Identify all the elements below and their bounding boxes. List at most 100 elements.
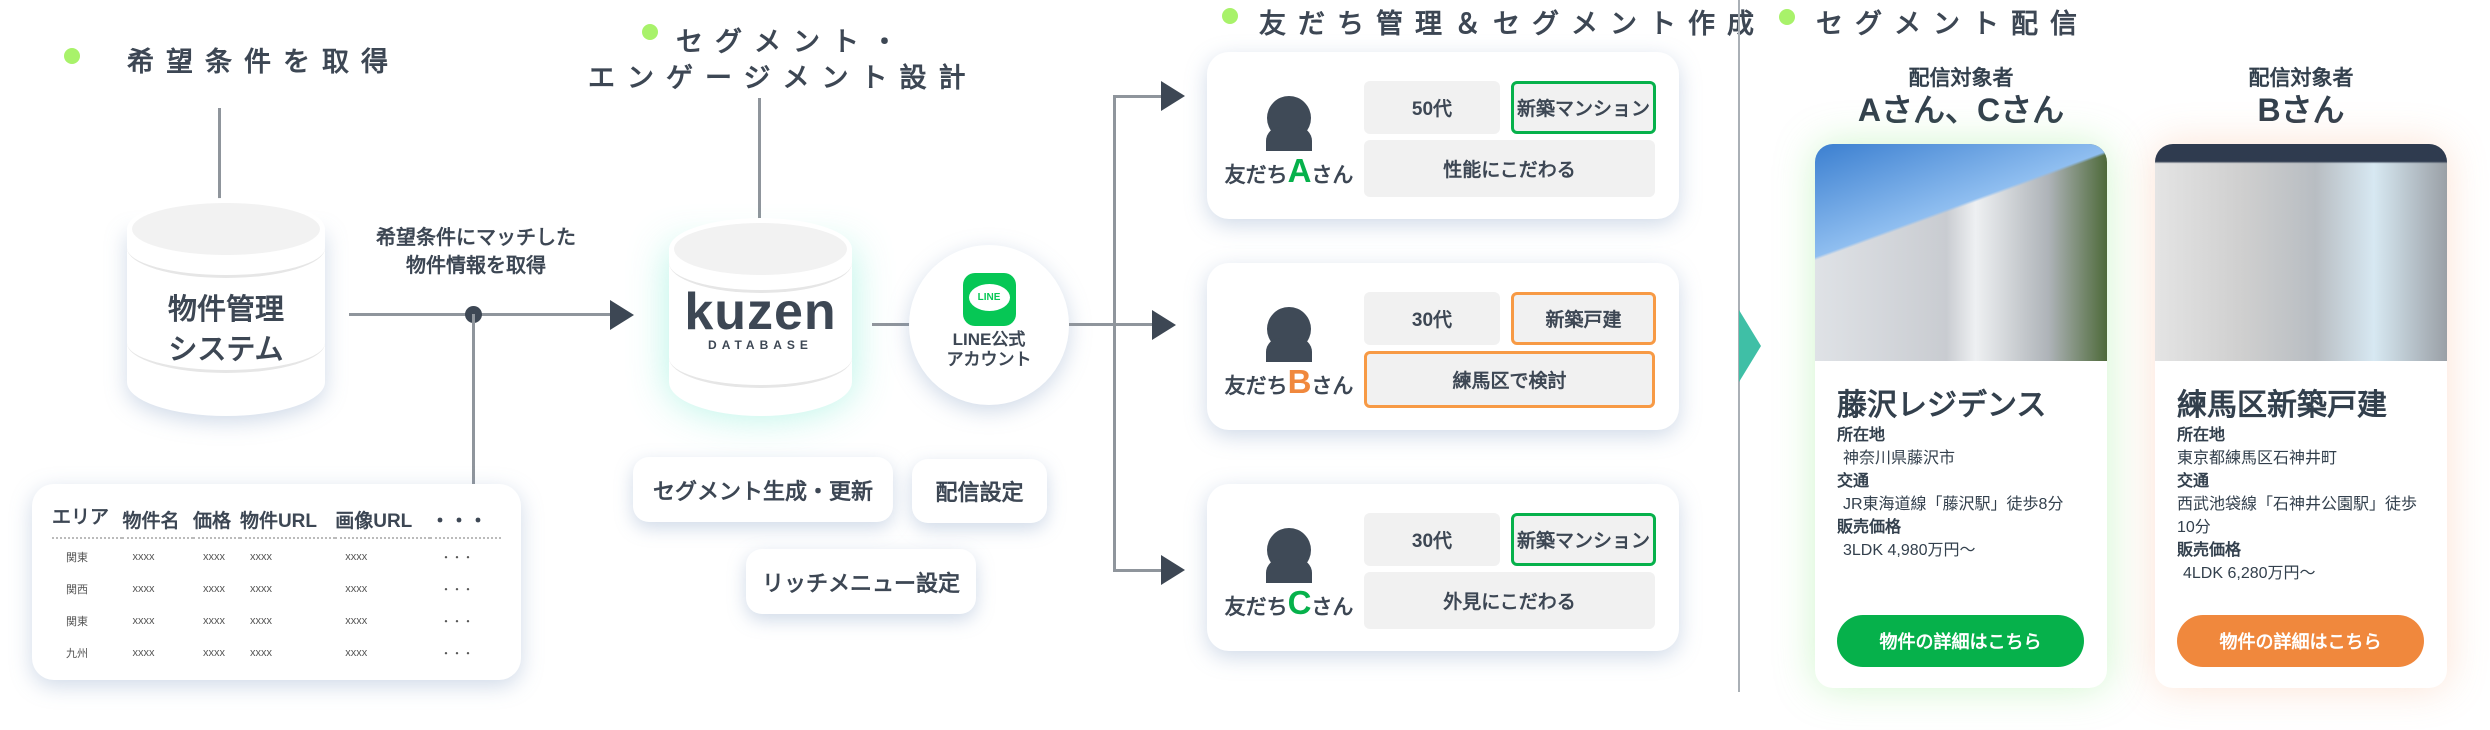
kuzen-database-cylinder: kuzen DATABASE [669,218,852,416]
friend-name: 友だちBさん [1224,363,1354,400]
cylinder-label: 物件管理 [167,294,284,326]
feature-rich-menu: リッチメニュー設定 [746,549,976,614]
friend-name: 友だちAさん [1224,152,1354,189]
tag-age: 30代 [1364,513,1500,566]
friend-name: 友だちCさん [1224,584,1354,621]
table-cell: xxxx [345,551,368,563]
arrow-right-icon [1161,555,1185,585]
table-cell: xxxx [132,647,155,659]
table-cell: xxxx [202,551,225,563]
cylinder-label: システム [168,334,284,366]
col-header: ・・・ [430,511,488,532]
property-name: 藤沢レジデンス [1837,389,2047,422]
table-cell: xxxx [249,583,272,595]
table-cell: xxxx [132,583,155,595]
info-label: 所在地 [2177,427,2226,444]
tag-preference: 性能にこだわる [1364,140,1655,197]
property-system-cylinder: 物件管理 システム [127,198,325,416]
table-cell: 関東 [66,552,88,564]
kuzen-logo: kuzen [684,283,837,341]
tag-preference: 外見にこだわる [1364,572,1655,629]
connector-label: 物件情報を取得 [406,255,546,277]
table-cell: ・・・ [440,552,474,564]
info-value: 西武池袋線「石神井公園駅」徒歩10分 [2177,496,2418,536]
target-label: 配信対象者 [2248,67,2354,90]
target-names: Aさん、Cさん [1857,92,2065,128]
connector [218,108,221,200]
step4-title: セグメント配信 [1816,9,2089,39]
property-detail-button[interactable]: 物件の詳細はこちら [1837,615,2084,667]
tag-preference: 練馬区で検討 [1364,351,1655,408]
kuzen-logo-sub: DATABASE [708,338,813,352]
friend-card: 友だちBさん 30代 新築戸建 練馬区で検討 [1207,263,1679,430]
step1-title: 希望条件を取得 [127,47,400,77]
target-names: Bさん [2257,92,2345,128]
step3-title: 友だち管理＆セグメント作成 [1259,9,1766,39]
connector [872,323,912,326]
table-cell: xxxx [249,551,272,563]
table-row: 九州 xxxx xxxx xxxx xxxx ・・・ [52,635,501,667]
target-label: 配信対象者 [1908,67,2014,90]
table-cell: 関西 [66,584,88,596]
property-photo [1815,144,2107,361]
info-label: 所在地 [1837,427,1886,444]
feature-segment-generate: セグメント生成・更新 [633,457,893,522]
tag-property-type: 新築マンション [1511,81,1656,134]
arrow-right-icon [610,300,634,330]
info-label: 販売価格 [1837,519,1902,536]
info-value: 4LDK 6,280万円〜 [2183,565,2316,582]
connector [472,314,475,486]
line-official-account: LINE LINE公式 アカウント [909,245,1069,405]
bullet-dot [1222,8,1238,24]
property-card: 練馬区新築戸建 所在地 東京都練馬区石神井町 交通 西武池袋線「石神井公園駅」徒… [2155,144,2447,688]
line-icon: LINE [962,273,1016,326]
table-cell: xxxx [345,647,368,659]
line-label: アカウント [946,350,1032,369]
table-cell: xxxx [249,647,272,659]
table-cell: xxxx [202,615,225,627]
table-cell: 九州 [66,648,88,660]
table-row: 関西 xxxx xxxx xxxx xxxx ・・・ [52,571,501,603]
col-header: 価格 [192,511,231,532]
tag-property-type: 新築戸建 [1511,292,1656,345]
property-card: 藤沢レジデンス 所在地 神奈川県藤沢市 交通 JR東海道線「藤沢駅」徒歩8分 販… [1815,144,2107,688]
table-cell: xxxx [249,615,272,627]
property-table: エリア 物件名 価格 物件URL 画像URL ・・・ 関東 xxxx xxxx xxx… [32,484,521,680]
property-photo [2155,144,2447,361]
bullet-dot [1779,9,1795,25]
tag-age: 50代 [1364,81,1500,134]
info-value: 神奈川県藤沢市 [1843,450,1956,467]
friend-card: 友だちAさん 50代 新築マンション 性能にこだわる [1207,52,1679,219]
bullet-dot [642,24,658,40]
table-cell: ・・・ [440,616,474,628]
feature-delivery-settings: 配信設定 [912,459,1047,523]
table-cell: xxxx [345,583,368,595]
connector [1069,323,1115,326]
table-cell: xxxx [132,615,155,627]
arrow-right-icon [1152,310,1176,340]
table-cell: xxxx [345,615,368,627]
tag-age: 30代 [1364,292,1500,345]
table-cell: xxxx [202,583,225,595]
col-header: 物件URL [239,511,318,532]
table-cell: ・・・ [440,584,474,596]
info-value: 3LDK 4,980万円〜 [1843,542,1976,559]
property-detail-button[interactable]: 物件の詳細はこちら [2177,615,2424,667]
table-cell: ・・・ [440,648,474,660]
info-value: JR東海道線「藤沢駅」徒歩8分 [1843,496,2064,513]
connector [1113,96,1116,572]
step2-title-line1: セグメント・ [676,27,910,57]
col-header: 物件名 [122,511,180,532]
info-value: 東京都練馬区石神井町 [2177,450,2338,467]
connector [758,98,761,240]
col-header: エリア [52,507,110,528]
table-cell: xxxx [202,647,225,659]
col-header: 画像URL [335,511,413,532]
line-label: LINE公式 [952,330,1026,349]
property-name: 練馬区新築戸建 [2177,389,2387,422]
arrow-right-icon [1161,81,1185,111]
step2-title-line2: エンゲージメント設計 [588,63,978,93]
chevron-right-icon [1739,310,1761,382]
